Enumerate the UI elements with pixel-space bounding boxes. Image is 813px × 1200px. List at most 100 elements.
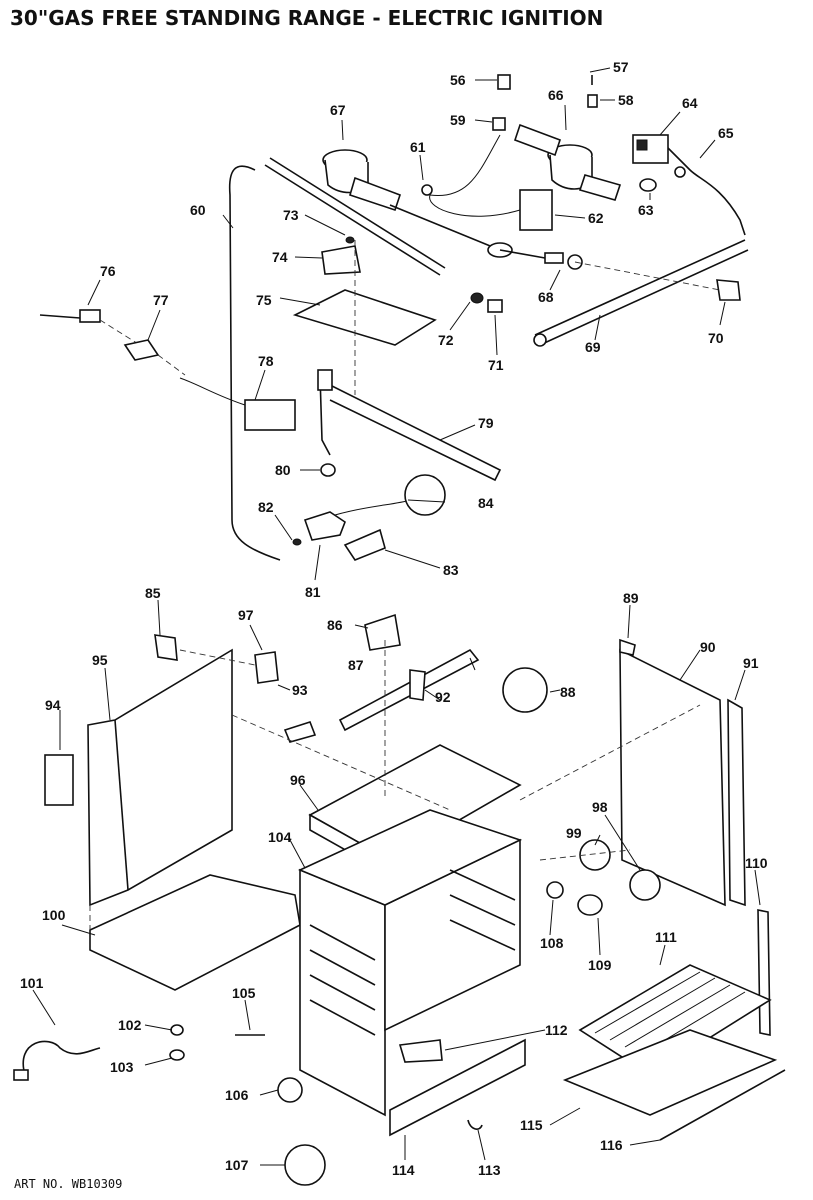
part-number: 99 bbox=[566, 825, 582, 841]
part-number: 59 bbox=[450, 112, 466, 128]
part-number: 78 bbox=[258, 353, 274, 369]
part-number: 115 bbox=[520, 1117, 543, 1133]
part-number: 114 bbox=[392, 1162, 415, 1178]
part-number: 60 bbox=[190, 202, 206, 218]
part-number: 65 bbox=[718, 125, 734, 141]
part-number: 92 bbox=[435, 689, 451, 705]
bracket-83 bbox=[343, 528, 386, 561]
bracket-97 bbox=[254, 651, 279, 684]
cover-86 bbox=[364, 613, 401, 651]
clip-92 bbox=[409, 669, 426, 701]
part-number: 85 bbox=[145, 585, 161, 601]
bracket-94 bbox=[44, 754, 74, 806]
range-body-assembly bbox=[13, 613, 786, 1186]
part-number: 104 bbox=[268, 829, 292, 845]
inset-detail-98 bbox=[629, 869, 661, 901]
leveler-102 bbox=[170, 1024, 184, 1036]
part-number: 100 bbox=[42, 907, 66, 923]
top-burner-assembly bbox=[39, 74, 749, 561]
part-number: 107 bbox=[225, 1157, 249, 1173]
part-number: 72 bbox=[438, 332, 454, 348]
bracket-112 bbox=[398, 1039, 443, 1063]
part-number: 70 bbox=[708, 330, 724, 346]
part-number: 64 bbox=[682, 95, 698, 111]
strip-110 bbox=[757, 909, 771, 1036]
receptacle-77 bbox=[123, 339, 160, 361]
part-number: 111 bbox=[655, 929, 677, 945]
switch-78 bbox=[244, 399, 296, 431]
washer-103 bbox=[169, 1049, 185, 1061]
part-number: 80 bbox=[275, 462, 291, 478]
orifice-63 bbox=[639, 178, 657, 192]
back-panel-90 bbox=[619, 648, 726, 907]
hinge-89 bbox=[619, 638, 636, 656]
part-number: 84 bbox=[478, 495, 494, 511]
part-number: 63 bbox=[638, 202, 654, 218]
bracket-70 bbox=[716, 279, 741, 301]
part-number: 75 bbox=[256, 292, 272, 308]
ignition-module-62 bbox=[519, 189, 553, 231]
part-number: 74 bbox=[272, 249, 288, 265]
part-number: 66 bbox=[548, 87, 564, 103]
knob-106 bbox=[277, 1077, 303, 1103]
orifice-80 bbox=[320, 463, 336, 477]
part-number: 61 bbox=[410, 139, 426, 155]
part-number: 101 bbox=[20, 975, 44, 991]
part-number: 103 bbox=[110, 1059, 134, 1075]
part-number: 97 bbox=[238, 607, 254, 623]
part-number: 81 bbox=[305, 584, 321, 600]
part-number: 94 bbox=[45, 697, 61, 713]
part-number: 108 bbox=[540, 935, 564, 951]
part-number-labels: 57 56 58 66 64 67 59 65 61 62 63 60 73 7… bbox=[20, 59, 768, 1178]
knob-107 bbox=[284, 1144, 326, 1186]
part-number: 98 bbox=[592, 799, 608, 815]
part-number: 67 bbox=[330, 102, 346, 118]
part-number: 102 bbox=[118, 1017, 142, 1033]
shield-75 bbox=[292, 289, 437, 346]
leader-lines bbox=[32, 67, 761, 1166]
part-number: 96 bbox=[290, 772, 306, 788]
grommet-72 bbox=[470, 292, 484, 304]
part-number: 113 bbox=[478, 1162, 501, 1178]
rail-116 bbox=[659, 1069, 786, 1141]
part-number: 93 bbox=[292, 682, 308, 698]
art-number: ART NO. WB10309 bbox=[14, 1177, 122, 1191]
part-number: 57 bbox=[613, 59, 629, 75]
part-number: 68 bbox=[538, 289, 554, 305]
part-number: 56 bbox=[450, 72, 466, 88]
strip-93 bbox=[283, 721, 317, 743]
manifold-pipe-60 bbox=[228, 165, 281, 561]
clip-113 bbox=[467, 1119, 483, 1130]
inset-detail-84 bbox=[404, 474, 446, 516]
broiler-pan-115 bbox=[562, 1029, 778, 1116]
part-number: 73 bbox=[283, 207, 299, 223]
part-number: 88 bbox=[560, 684, 576, 700]
part-number: 109 bbox=[588, 957, 612, 973]
inset-detail-99 bbox=[579, 839, 611, 871]
part-number: 62 bbox=[588, 210, 604, 226]
power-cord-101 bbox=[22, 1040, 101, 1076]
part-number: 69 bbox=[585, 339, 601, 355]
switch-85 bbox=[154, 634, 178, 661]
part-number: 76 bbox=[100, 263, 116, 279]
manifold-69 bbox=[534, 239, 749, 346]
thermostat-81 bbox=[303, 511, 346, 541]
part-number: 110 bbox=[745, 855, 768, 871]
diagram-title: 30"GAS FREE STANDING RANGE - ELECTRIC IG… bbox=[10, 6, 603, 30]
part-number: 89 bbox=[623, 590, 639, 606]
bracket-74 bbox=[321, 245, 361, 275]
part-number: 77 bbox=[153, 292, 169, 308]
bulb-109 bbox=[577, 894, 603, 916]
fitting-68 bbox=[544, 252, 564, 264]
part-number: 71 bbox=[488, 357, 504, 373]
part-number: 116 bbox=[600, 1137, 623, 1153]
part-number: 86 bbox=[327, 617, 343, 633]
part-number: 106 bbox=[225, 1087, 249, 1103]
part-number: 112 bbox=[545, 1022, 568, 1038]
part-number: 90 bbox=[700, 639, 716, 655]
side-panel-95 bbox=[87, 648, 233, 907]
spark-electrode-56 bbox=[497, 74, 511, 90]
frame-87 bbox=[338, 648, 480, 732]
part-number: 83 bbox=[443, 562, 459, 578]
socket-108 bbox=[546, 881, 564, 899]
